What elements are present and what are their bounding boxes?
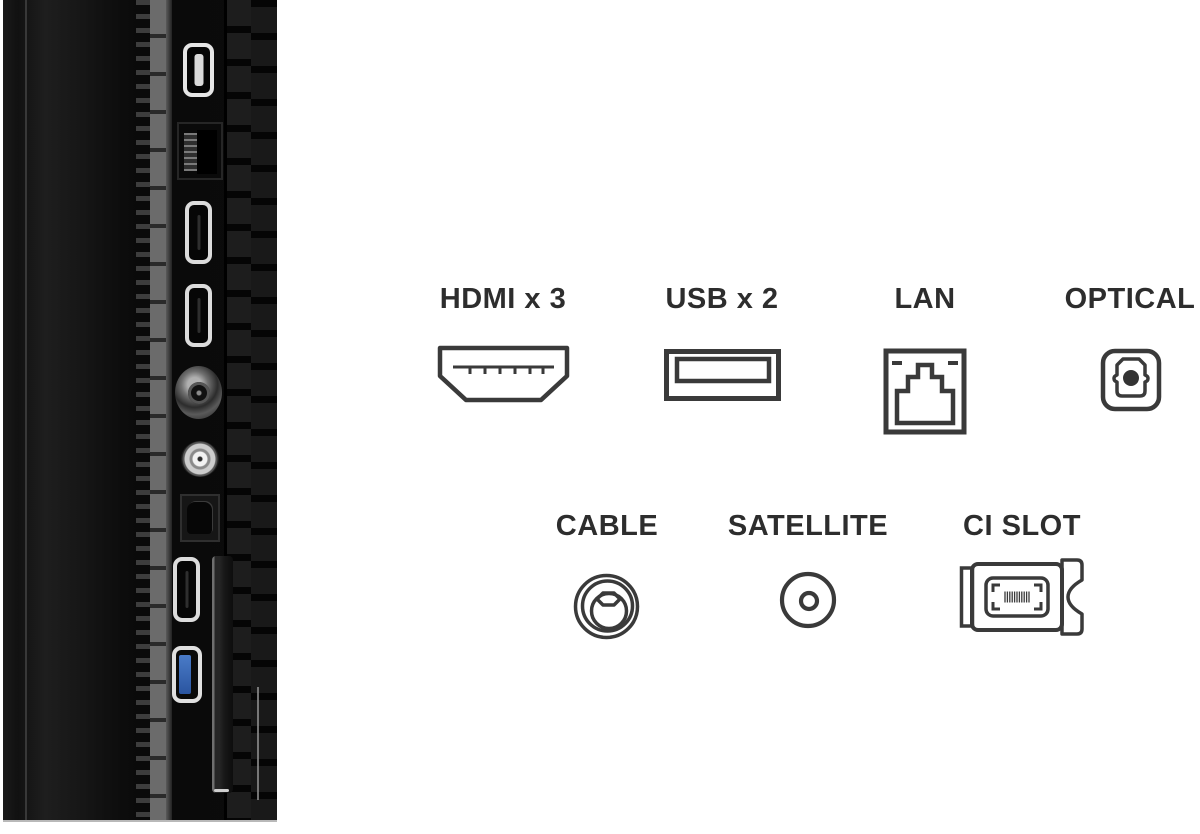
- optical-port-icon: [1100, 348, 1162, 412]
- hdmi-port-3-photo: [173, 557, 200, 622]
- usb-port-photo: [183, 43, 214, 97]
- ci-slot-icon: [959, 558, 1084, 636]
- port-label-cable: CABLE: [555, 510, 659, 542]
- lan-port-icon: [883, 348, 967, 435]
- optical-port-photo: [180, 494, 220, 542]
- port-label-lan: LAN: [894, 283, 956, 315]
- usb-port-icon: [664, 349, 781, 401]
- vent-divider: [166, 0, 172, 820]
- cover-edge-highlight: [257, 687, 259, 800]
- satellite-connector-photo: [181, 441, 219, 477]
- lan-port-photo: [177, 122, 223, 180]
- hdmi-port-1-photo: [185, 201, 212, 264]
- port-label-usb: USB x 2: [665, 283, 779, 315]
- panel-seam: [224, 0, 227, 820]
- usb3-port-photo: [172, 646, 202, 703]
- ci-slot-photo: [212, 556, 233, 793]
- cable-connector-icon: [573, 573, 640, 640]
- antenna-connector-photo: [175, 366, 222, 419]
- tv-side-panel-photo: [3, 0, 277, 822]
- port-label-optical: OPTICAL: [1064, 283, 1196, 315]
- vent-strip: [136, 0, 166, 820]
- satellite-connector-icon: [779, 571, 837, 629]
- checkered-back-cover: [227, 0, 277, 820]
- port-label-ci-slot: CI SLOT: [963, 510, 1081, 542]
- hdmi-port-2-photo: [185, 284, 212, 347]
- port-label-satellite: SATELLITE: [727, 510, 889, 542]
- hdmi-port-icon: [437, 345, 570, 403]
- port-label-hdmi: HDMI x 3: [439, 283, 567, 315]
- panel-edge-highlight: [25, 0, 27, 820]
